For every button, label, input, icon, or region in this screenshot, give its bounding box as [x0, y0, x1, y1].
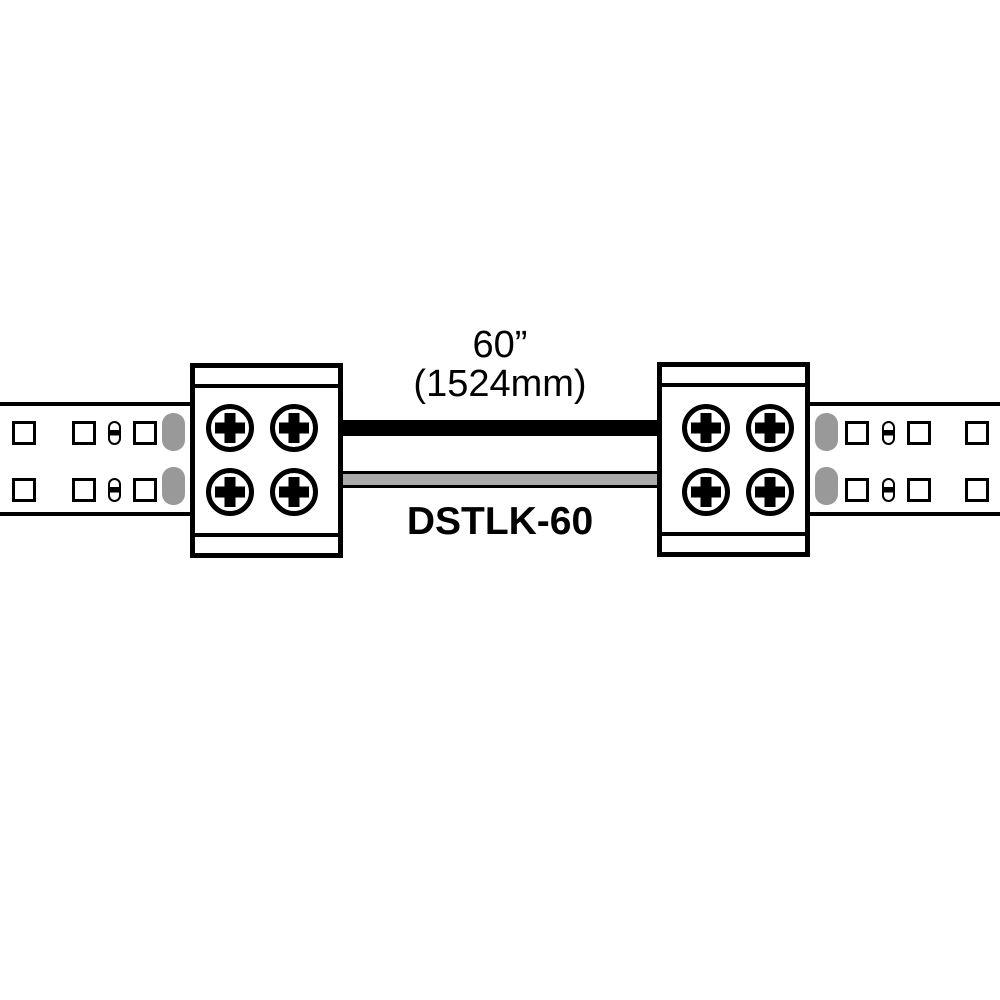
led-chip [72, 478, 96, 502]
phillips-screw [682, 468, 730, 516]
led-chip [845, 421, 869, 445]
solder-pad [815, 413, 838, 451]
phillips-screw [270, 468, 318, 516]
connector-bottom-band-line [195, 533, 338, 537]
phillips-screw [746, 468, 794, 516]
led-chip [845, 478, 869, 502]
length-label-mm: (1524mm) [413, 363, 587, 405]
phillips-screw [682, 404, 730, 452]
led-chip [12, 478, 36, 502]
led-chip [965, 478, 989, 502]
led-chip [72, 421, 96, 445]
led-strip-left [0, 402, 192, 516]
top-wire-black [340, 420, 660, 436]
phillips-screw [206, 468, 254, 516]
terminal-connector-left [190, 363, 343, 558]
resistor [108, 478, 121, 502]
phillips-screw [270, 404, 318, 452]
phillips-screw [206, 404, 254, 452]
solder-pad [815, 467, 838, 505]
led-chip [965, 421, 989, 445]
resistor [108, 421, 121, 445]
phillips-screw [746, 404, 794, 452]
product-code-label: DSTLK-60 [406, 500, 594, 543]
led-chip [907, 478, 931, 502]
solder-pad [162, 467, 185, 505]
bottom-wire-gray [340, 471, 660, 488]
led-chip [12, 421, 36, 445]
resistor [882, 421, 895, 445]
led-chip [907, 421, 931, 445]
connector-top-band-line [662, 383, 805, 387]
solder-pad [162, 413, 185, 451]
led-strip-right [808, 402, 1000, 516]
led-chip [133, 421, 157, 445]
led-chip [133, 478, 157, 502]
connector-top-band-line [195, 384, 338, 388]
connector-bottom-band-line [662, 532, 805, 536]
resistor [882, 478, 895, 502]
length-label-inches: 60” [472, 324, 528, 366]
terminal-connector-right [657, 362, 810, 557]
